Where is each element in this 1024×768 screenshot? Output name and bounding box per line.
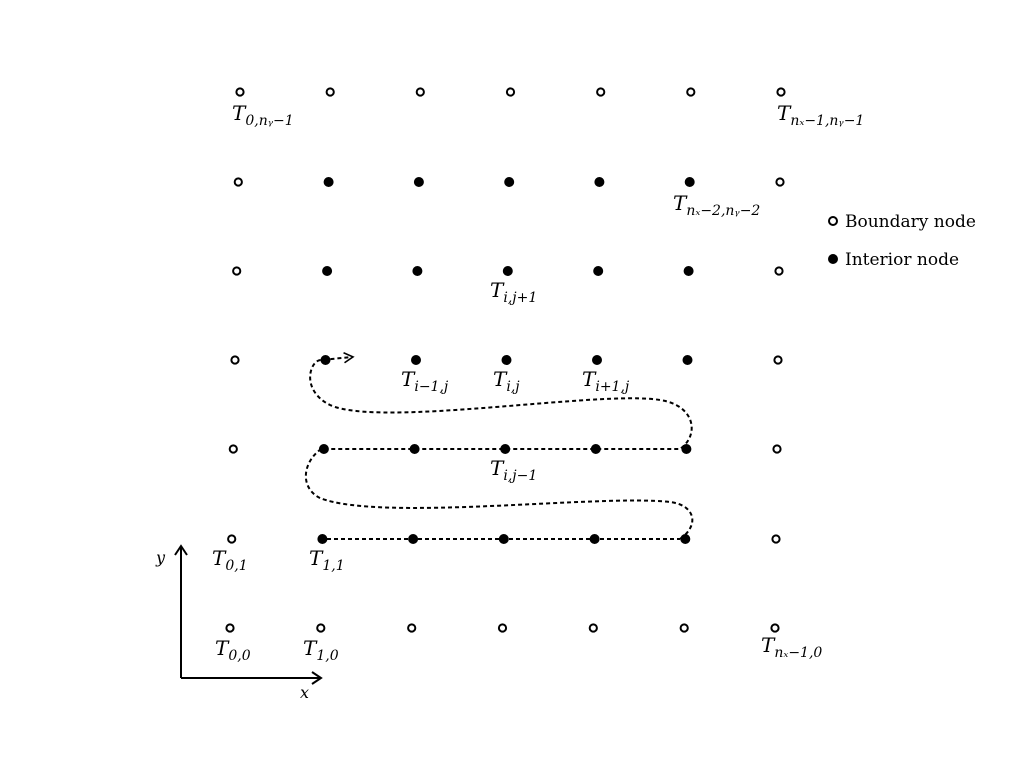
label-t-nx-1-ny-1: Tnₓ−1,nᵧ−1 xyxy=(777,101,864,129)
interior-node-r3-c5 xyxy=(682,355,693,365)
boundary-node-r0-c4 xyxy=(588,623,598,633)
interior-node-r3-c2 xyxy=(411,355,421,365)
label-t-i-jp1: Ti,j+1 xyxy=(490,278,537,306)
boundary-node-r1-c0 xyxy=(227,534,237,544)
x-axis-label: x xyxy=(300,683,309,702)
legend-interior-label: Interior node xyxy=(845,250,959,270)
label-t-im1-j: Ti−1,j xyxy=(401,367,449,395)
boundary-node-r0-c5 xyxy=(679,623,689,633)
interior-node-r4-c2 xyxy=(412,266,423,276)
boundary-node-r6-c2 xyxy=(415,87,425,97)
interior-node-r3-c4 xyxy=(592,355,602,365)
legend-boundary-marker xyxy=(828,216,838,226)
grid-nodes xyxy=(225,87,786,633)
boundary-node-r0-c6 xyxy=(770,623,780,633)
label-t-nx-1-0: Tnₓ−1,0 xyxy=(761,633,822,661)
interior-node-r3-c3 xyxy=(501,355,512,365)
interior-node-r5-c5 xyxy=(684,177,695,187)
label-t-1-1: T1,1 xyxy=(309,546,345,574)
boundary-node-r6-c3 xyxy=(505,87,516,97)
boundary-node-r2-c6 xyxy=(772,444,782,454)
boundary-node-r1-c6 xyxy=(771,534,781,544)
y-axis-arrowhead xyxy=(174,544,188,556)
legend-interior-marker xyxy=(828,254,838,264)
boundary-node-r0-c0 xyxy=(225,623,235,633)
boundary-node-r0-c1 xyxy=(316,623,326,633)
interior-node-r5-c2 xyxy=(413,177,424,187)
boundary-node-r3-c6 xyxy=(773,355,783,365)
label-t-1-0: T1,0 xyxy=(303,636,339,664)
y-axis-label: y xyxy=(155,548,166,567)
boundary-node-r6-c0 xyxy=(235,87,245,97)
interior-node-r1-c5 xyxy=(680,534,691,544)
label-t-nx-2-ny-2: Tnₓ−2,nᵧ−2 xyxy=(673,191,760,219)
interior-node-r5-c4 xyxy=(594,177,605,187)
x-axis-arrowhead xyxy=(311,671,323,685)
label-t-0-ny-1: T0,nᵧ−1 xyxy=(232,101,294,129)
boundary-node-r4-c6 xyxy=(774,266,784,276)
boundary-node-r5-c0 xyxy=(233,177,243,187)
interior-node-r4-c5 xyxy=(683,266,694,276)
boundary-node-r6-c6 xyxy=(776,87,786,97)
boundary-node-r0-c2 xyxy=(407,623,417,633)
boundary-node-r6-c5 xyxy=(686,87,696,97)
boundary-node-r6-c4 xyxy=(596,87,606,97)
interior-node-r5-c1 xyxy=(323,177,334,187)
label-t-0-1: T0,1 xyxy=(212,546,248,574)
boundary-node-r0-c3 xyxy=(497,623,508,633)
traversal-path xyxy=(304,352,694,540)
interior-node-r4-c1 xyxy=(322,266,333,276)
node-labels: T0,0 T1,0 Tnₓ−1,0 T0,1 T1,1 Ti,j−1 Ti−1,… xyxy=(212,101,864,664)
interior-node-r4-c4 xyxy=(593,266,604,276)
label-t-0-0: T0,0 xyxy=(215,636,251,664)
label-t-i-j: Ti,j xyxy=(493,367,520,395)
coordinate-axes: x y xyxy=(155,544,323,702)
legend: Boundary node Interior node xyxy=(828,212,976,270)
boundary-node-r4-c0 xyxy=(232,266,242,276)
interior-node-r5-c3 xyxy=(504,177,515,187)
label-t-ip1-j: Ti+1,j xyxy=(582,367,630,395)
boundary-node-r6-c1 xyxy=(325,87,335,97)
interior-node-r4-c3 xyxy=(502,266,513,276)
boundary-node-r2-c0 xyxy=(228,444,238,454)
boundary-node-r5-c6 xyxy=(775,177,785,187)
legend-boundary-label: Boundary node xyxy=(845,212,976,232)
label-t-i-jm1: Ti,j−1 xyxy=(490,456,537,484)
boundary-node-r3-c0 xyxy=(230,355,240,365)
